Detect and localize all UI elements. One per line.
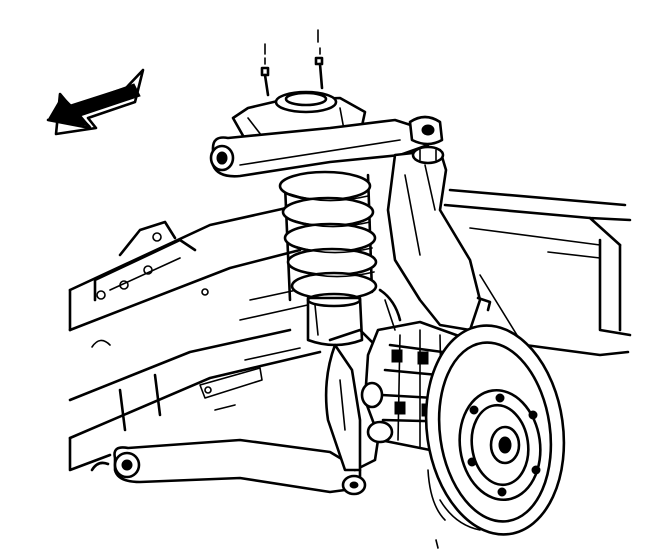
coil-spring (278, 170, 378, 302)
fastener-icon (260, 29, 324, 97)
forward-arrow-icon (46, 68, 145, 136)
wheel-hub (458, 388, 542, 502)
upper-control-arm (209, 115, 444, 178)
steering-knuckle (386, 145, 492, 332)
stabilizer-link (339, 288, 402, 431)
lug-studs (467, 393, 541, 497)
lower-control-arm (90, 328, 392, 496)
right-frame-section (443, 188, 632, 357)
frame-rail (68, 203, 331, 472)
